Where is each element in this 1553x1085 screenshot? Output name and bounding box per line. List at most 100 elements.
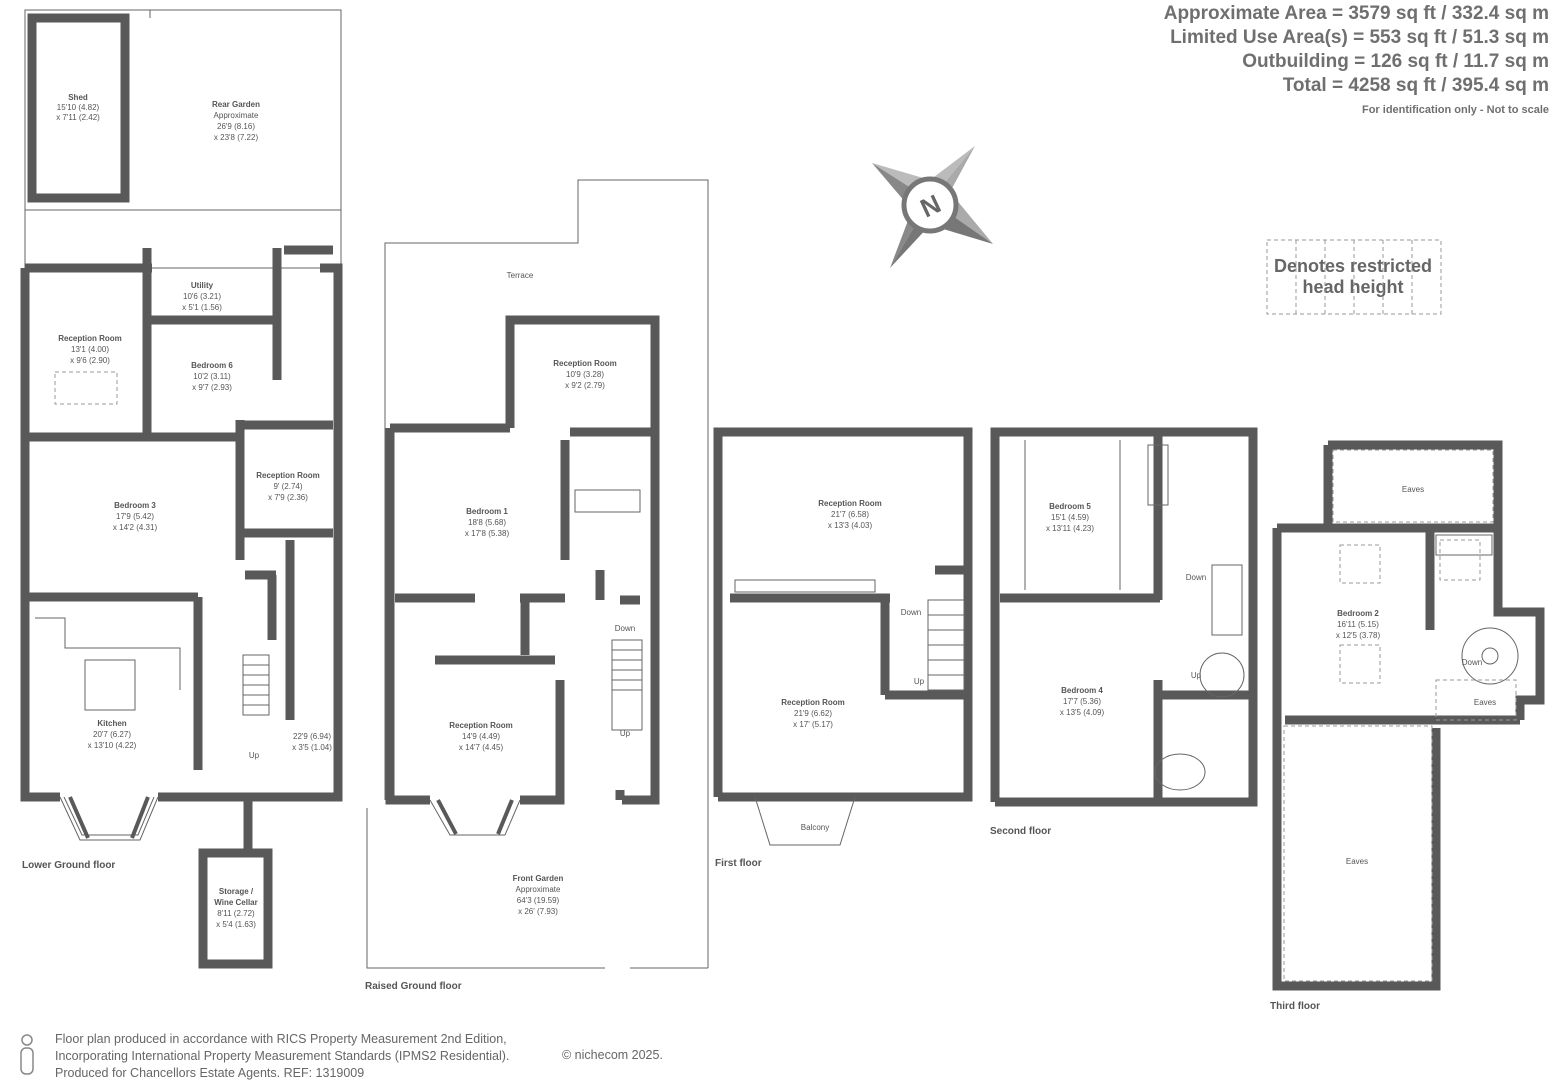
lower-ground-plan [20,9,343,969]
restricted-height-legend: Denotes restricted head height [1266,240,1440,314]
svg-text:8'11 (2.72): 8'11 (2.72) [217,909,255,918]
room-rg-reception: Reception Room 10'9 (3.28) x 9'2 (2.79) [553,359,617,390]
room-rear-garden: Rear Garden Approximate 26'9 (8.16) x 23… [212,100,260,142]
legend-line-2: head height [1302,277,1404,297]
second-floor-plan [990,427,1258,807]
svg-text:Bedroom 5: Bedroom 5 [1049,502,1091,511]
stair-up-rg: Up [620,729,631,738]
svg-text:14'9 (4.49): 14'9 (4.49) [462,732,500,741]
room-rg-reception-2: Reception Room 14'9 (4.49) x 14'7 (4.45) [449,721,513,752]
footer-line-1: Floor plan produced in accordance with R… [55,1032,507,1046]
room-balcony: Balcony [801,823,829,832]
limited-use-area: Limited Use Area(s) = 553 sq ft / 51.3 s… [1170,27,1549,48]
third-floor-plan [1272,440,1545,991]
svg-text:20'7 (6.27): 20'7 (6.27) [93,730,131,739]
room-bedroom-5: Bedroom 5 15'1 (4.59) x 13'11 (4.23) [1046,502,1094,533]
svg-text:Reception Room: Reception Room [256,471,320,480]
svg-text:13'1 (4.00): 13'1 (4.00) [71,345,109,354]
svg-text:Kitchen: Kitchen [97,719,126,728]
svg-text:Reception Room: Reception Room [58,334,122,343]
room-lg-reception: Reception Room 13'1 (4.00) x 9'6 (2.90) [58,334,122,365]
svg-text:22'9 (6.94): 22'9 (6.94) [293,732,331,741]
legend-line-1: Denotes restricted [1273,256,1433,276]
svg-text:x 13'5 (4.09): x 13'5 (4.09) [1060,708,1105,717]
room-lg-reception-2: Reception Room 9' (2.74) x 7'9 (2.36) [256,471,320,502]
room-bedroom-6: Bedroom 6 10'2 (3.11) x 9'7 (2.93) [191,361,233,392]
svg-text:x 13'11 (4.23): x 13'11 (4.23) [1046,524,1094,533]
room-kitchen: Kitchen 20'7 (6.27) x 13'10 (4.22) [88,719,137,750]
svg-text:10'2 (3.11): 10'2 (3.11) [193,372,231,381]
room-front-garden: Front Garden Approximate 64'3 (19.59) x … [513,874,564,916]
svg-text:Bedroom 1: Bedroom 1 [466,507,508,516]
outbuilding-area: Outbuilding = 126 sq ft / 11.7 sq m [1242,51,1549,72]
svg-text:x 5'4 (1.63): x 5'4 (1.63) [216,920,256,929]
svg-text:Bedroom 2: Bedroom 2 [1337,609,1379,618]
svg-text:Shed: Shed [68,93,88,102]
svg-text:21'9 (6.62): 21'9 (6.62) [794,709,832,718]
svg-text:x 13'10 (4.22): x 13'10 (4.22) [88,741,137,750]
stair-up-f2: Up [1191,671,1202,680]
svg-text:x 13'3 (4.03): x 13'3 (4.03) [828,521,873,530]
scale-note: For identification only - Not to scale [1361,104,1549,116]
room-f1-reception: Reception Room 21'7 (6.58) x 13'3 (4.03) [818,499,882,530]
eaves-label-top: Eaves [1402,485,1424,494]
raised-ground-plan [366,179,709,969]
room-f1-reception-2: Reception Room 21'9 (6.62) x 17' (5.17) [781,698,845,729]
room-bedroom-4: Bedroom 4 17'7 (5.36) x 13'5 (4.09) [1060,686,1105,717]
eaves-label-bottom: Eaves [1346,857,1368,866]
svg-text:x 3'5 (1.04): x 3'5 (1.04) [292,743,332,752]
svg-text:x 7'11 (2.42): x 7'11 (2.42) [56,113,100,122]
approximate-area: Approximate Area = 3579 sq ft / 332.4 sq… [1163,3,1549,24]
svg-text:Storage /: Storage / [219,887,254,896]
room-terrace: Terrace [507,271,534,280]
svg-text:Balcony: Balcony [801,823,829,832]
floor-label-second: Second floor [990,826,1051,837]
footer-line-2: Incorporating International Property Mea… [55,1049,510,1063]
svg-text:15'1 (4.59): 15'1 (4.59) [1051,513,1089,522]
svg-text:Approximate: Approximate [516,885,561,894]
svg-text:17'7 (5.36): 17'7 (5.36) [1063,697,1101,706]
svg-text:Reception Room: Reception Room [553,359,617,368]
stair-down-f1: Down [901,608,921,617]
floor-label-raised-ground: Raised Ground floor [365,981,462,992]
svg-text:x 17' (5.17): x 17' (5.17) [793,720,833,729]
stair-down-rg: Down [615,624,635,633]
svg-text:17'9 (5.42): 17'9 (5.42) [116,512,154,521]
stair-down-f3: Down [1462,658,1482,667]
svg-text:21'7 (6.58): 21'7 (6.58) [831,510,869,519]
svg-text:9' (2.74): 9' (2.74) [273,482,302,491]
room-shed: Shed 15'10 (4.82) x 7'11 (2.42) [56,93,100,122]
svg-text:Front Garden: Front Garden [513,874,564,883]
eaves-label-right: Eaves [1474,698,1496,707]
svg-text:Rear Garden: Rear Garden [212,100,260,109]
room-lg-hall: 22'9 (6.94) x 3'5 (1.04) [292,732,332,752]
first-floor-plan [713,427,973,846]
svg-text:Bedroom 4: Bedroom 4 [1061,686,1103,695]
floor-label-first: First floor [715,858,762,869]
svg-text:x 14'7 (4.45): x 14'7 (4.45) [459,743,504,752]
copyright: © nichecom 2025. [562,1048,663,1062]
svg-text:x 9'7 (2.93): x 9'7 (2.93) [192,383,232,392]
svg-text:Approximate: Approximate [214,111,259,120]
svg-text:Reception Room: Reception Room [781,698,845,707]
svg-text:16'11 (5.15): 16'11 (5.15) [1337,620,1379,629]
area-summary: Approximate Area = 3579 sq ft / 332.4 sq… [1164,2,1549,98]
svg-text:Bedroom 6: Bedroom 6 [191,361,233,370]
svg-text:Terrace: Terrace [507,271,534,280]
compass-icon: N [872,146,993,268]
room-bedroom-3: Bedroom 3 17'9 (5.42) x 14'2 (4.31) [113,501,158,532]
svg-text:x 9'2 (2.79): x 9'2 (2.79) [565,381,605,390]
svg-text:x 23'8 (7.22): x 23'8 (7.22) [214,133,259,142]
footer-text: Floor plan produced in accordance with R… [55,1031,509,1082]
room-storage: Storage / Wine Cellar 8'11 (2.72) x 5'4 … [214,887,258,929]
svg-text:Bedroom 3: Bedroom 3 [114,501,156,510]
svg-text:10'9 (3.28): 10'9 (3.28) [566,370,604,379]
floor-label-third: Third floor [1270,1001,1320,1012]
svg-text:15'10 (4.82): 15'10 (4.82) [57,103,100,112]
svg-text:x 7'9 (2.36): x 7'9 (2.36) [268,493,308,502]
svg-text:x 17'8 (5.38): x 17'8 (5.38) [465,529,510,538]
person-icon [20,1034,34,1075]
total-area: Total = 4258 sq ft / 395.4 sq m [1282,75,1549,96]
svg-text:x 5'1 (1.56): x 5'1 (1.56) [182,303,222,312]
